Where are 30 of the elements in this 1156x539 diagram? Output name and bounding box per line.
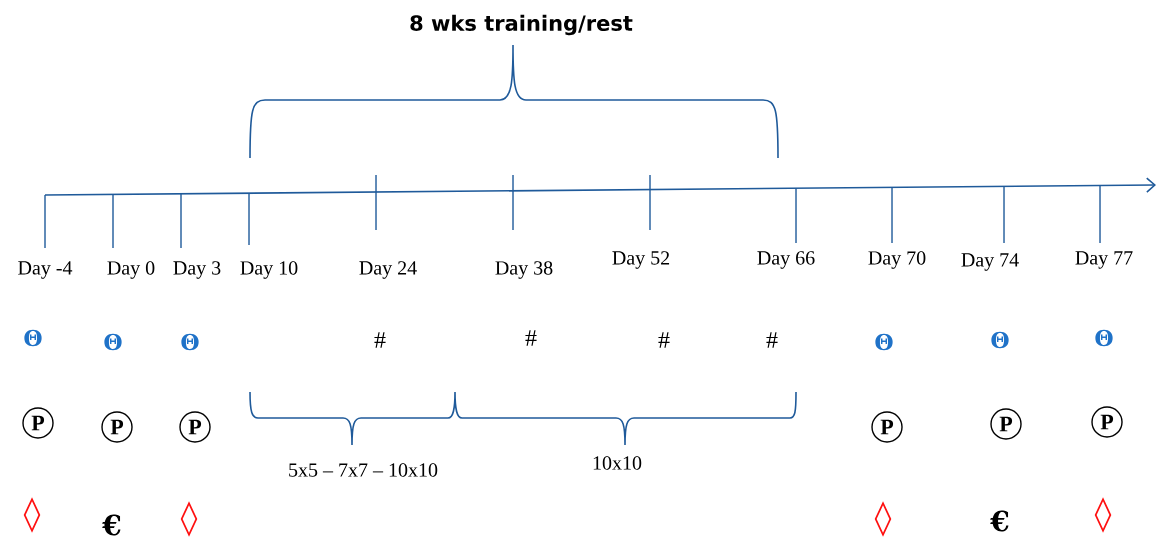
theta-symbol: Θ — [1095, 329, 1113, 347]
diamond-symbol: ◊ — [180, 501, 198, 537]
day-label: Day 52 — [612, 251, 670, 269]
title: 8 wks training/rest — [410, 14, 633, 36]
euro-symbol: € — [102, 514, 121, 536]
diamond-symbol: ◊ — [874, 501, 892, 537]
hash-symbol: # — [658, 332, 670, 348]
euro-symbol: € — [990, 510, 1009, 532]
day-label: Day 77 — [1075, 251, 1133, 269]
hash-symbol: # — [766, 332, 778, 348]
theta-symbol: Θ — [181, 333, 199, 351]
diamond-symbol: ◊ — [1094, 497, 1112, 533]
theta-symbol: Θ — [875, 333, 893, 351]
day-label: Day 10 — [240, 261, 298, 279]
day-label: Day 66 — [757, 251, 815, 269]
hash-symbol: # — [525, 330, 537, 346]
theta-symbol: Θ — [991, 331, 1009, 349]
day-label: Day -4 — [18, 261, 73, 279]
day-label: Day 0 — [107, 261, 155, 279]
phase-label: 5x5 – 7x7 – 10x10 — [289, 463, 438, 477]
theta-symbol: Θ — [104, 333, 122, 351]
day-label: Day 38 — [495, 261, 553, 279]
day-label: Day 24 — [359, 261, 417, 279]
hash-symbol: # — [374, 332, 386, 348]
day-label: Day 3 — [173, 261, 221, 279]
phase-label: 10x10 — [593, 456, 642, 470]
day-label: Day 74 — [961, 253, 1019, 271]
day-label: Day 70 — [868, 251, 926, 269]
diamond-symbol: ◊ — [23, 497, 41, 533]
theta-symbol: Θ — [24, 329, 42, 347]
